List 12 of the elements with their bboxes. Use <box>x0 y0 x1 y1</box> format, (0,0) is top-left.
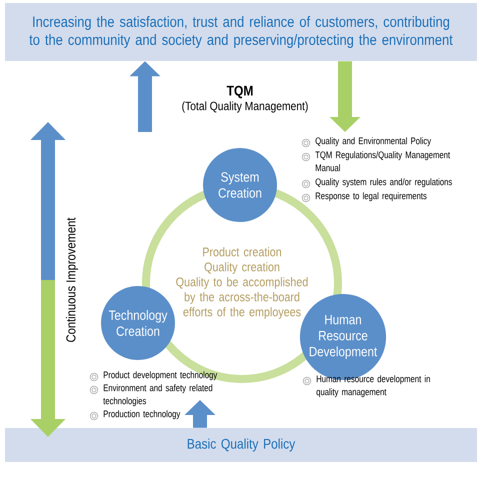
bullet-text: Quality system rules and/or regulations <box>316 178 452 188</box>
bullet-text: Response to legal requirements <box>316 192 427 202</box>
label-text: TQM <box>226 86 253 98</box>
banner-box: Basic Quality Policy <box>5 428 477 462</box>
bullet-text: Environment and safety related technologies <box>103 384 212 406</box>
label-text: (Total Quality Management) <box>182 101 308 113</box>
bullet-text: Product development technology <box>104 371 218 380</box>
bullet-text: Production technology <box>104 410 180 420</box>
bullet-text: Quality and Environmental Policy <box>316 137 432 146</box>
bullet-text: TQM Regulations/Quality Management Manual <box>315 151 450 172</box>
label-text: Continuous Improvement <box>66 218 78 342</box>
banner-box: Increasing the satisfaction, trust and reliance of customers, contributing to the community and society and preserving/protecting the environment <box>5 3 477 61</box>
